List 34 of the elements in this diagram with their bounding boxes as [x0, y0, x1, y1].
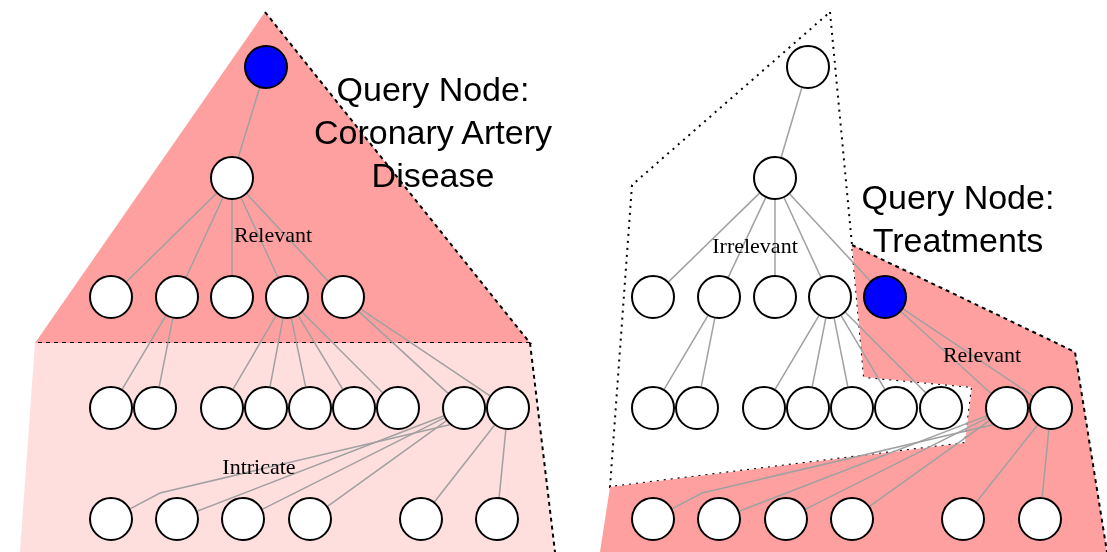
tree-edge — [789, 193, 871, 282]
query-node-label: Query Node: Coronary Artery Disease — [312, 69, 554, 196]
tree-edge — [301, 311, 384, 394]
tree-edge — [125, 192, 218, 283]
tree-edge — [358, 311, 449, 394]
tree-edge — [780, 87, 803, 158]
tree-edge — [498, 429, 507, 498]
tree-edge — [811, 317, 827, 388]
tree-edge — [668, 192, 760, 283]
region-label: Intricate — [222, 456, 296, 478]
tree-edge — [700, 317, 716, 388]
region-label: Relevant — [233, 224, 313, 246]
tree-edge — [833, 317, 849, 388]
region-label: Relevant — [942, 344, 1022, 366]
tree-edge — [327, 420, 447, 507]
tree-edge — [844, 311, 927, 394]
tree-edge — [246, 193, 329, 282]
tree-edge — [774, 199, 776, 276]
tree-edge — [671, 423, 994, 510]
tree-edge — [975, 424, 1039, 503]
tree-edge — [158, 317, 174, 388]
tree-edge — [237, 87, 261, 158]
tree-edge — [1041, 429, 1050, 498]
tree-edge — [902, 308, 1034, 397]
query-node-label: Query Node: Treatments — [860, 177, 1056, 261]
region-label: Irrelevant — [712, 235, 798, 257]
tree-edge — [360, 308, 491, 397]
tree-edge — [869, 420, 990, 507]
tree-edge — [129, 423, 451, 510]
tree-edge — [231, 199, 233, 276]
tree-edge — [900, 311, 992, 394]
tree-edge — [290, 317, 307, 388]
tree-edge — [269, 317, 284, 388]
tree-edge — [433, 424, 496, 503]
